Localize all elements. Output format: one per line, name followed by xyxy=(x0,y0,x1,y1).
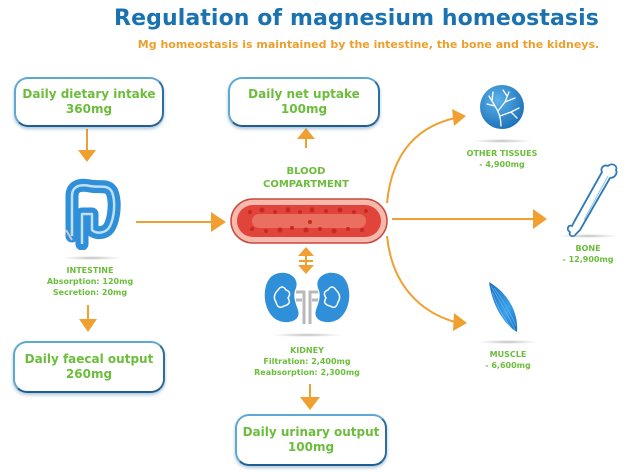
arrow-blood-to-other-tissues xyxy=(386,109,466,204)
kidney-reabsorption: Reabsorption: 2,300mg xyxy=(254,368,360,377)
arrow-intestine-to-faecal xyxy=(79,305,97,332)
bone-label: BONE - 12,900mg xyxy=(538,243,633,265)
intestine-icon xyxy=(65,178,121,250)
kidney-shadow xyxy=(272,333,342,337)
intestine-shadow xyxy=(62,256,122,260)
urinary-output-label: Daily urinary output xyxy=(242,425,380,439)
muscle-icon xyxy=(489,282,518,332)
arrow-blood-to-muscle xyxy=(386,235,467,331)
intestine-absorption: Absorption: 120mg xyxy=(46,277,134,286)
dietary-intake-label: Daily dietary intake xyxy=(22,87,156,101)
blood-vessel-icon xyxy=(230,198,388,244)
dietary-intake-value: 360mg xyxy=(65,102,113,116)
other-tissues-name: OTHER TISSUES xyxy=(466,149,538,158)
dietary-intake-box: Daily dietary intake 360mg xyxy=(14,77,164,127)
bone-name: BONE xyxy=(575,244,601,253)
muscle-label: MUSCLE - 6,600mg xyxy=(458,349,558,371)
kidney-icon xyxy=(264,272,350,324)
net-uptake-box: Daily net uptake 100mg xyxy=(228,77,380,127)
muscle-shadow xyxy=(478,340,538,344)
arrow-blood-to-net-uptake xyxy=(297,128,315,148)
other-tissues-label: OTHER TISSUES - 4,900mg xyxy=(452,148,552,170)
other-tissues-shadow xyxy=(472,139,532,143)
arrow-blood-kidney-bidirectional xyxy=(298,247,314,274)
page-subtitle: Mg homeostasis is maintained by the inte… xyxy=(137,38,600,51)
page-title: Regulation of magnesium homeostasis xyxy=(114,6,599,31)
net-uptake-label: Daily net uptake xyxy=(248,87,360,101)
muscle-value: - 6,600mg xyxy=(485,361,531,370)
bone-shadow xyxy=(558,234,618,238)
blood-label-line1: BLOOD xyxy=(286,166,326,177)
other-tissues-value: - 4,900mg xyxy=(479,160,525,169)
faecal-output-label: Daily faecal output xyxy=(24,352,154,366)
intestine-name: INTESTINE xyxy=(66,266,114,275)
arrow-blood-to-bone xyxy=(392,209,547,229)
intestine-secretion: Secretion: 20mg xyxy=(52,288,128,297)
arrow-kidney-to-urinary xyxy=(300,384,320,410)
tree-tissue-icon xyxy=(480,85,524,129)
intestine-label: INTESTINE Absorption: 120mg Secretion: 2… xyxy=(40,265,140,298)
urinary-output-box: Daily urinary output 100mg xyxy=(235,414,387,466)
net-uptake-value: 100mg xyxy=(280,102,328,116)
faecal-output-value: 260mg xyxy=(65,367,113,381)
kidney-label: KIDNEY Filtration: 2,400mg Reabsorption:… xyxy=(252,345,362,378)
blood-compartment-label: BLOOD COMPARTMENT xyxy=(246,165,366,191)
bone-icon xyxy=(566,163,618,238)
arrow-intestine-to-blood xyxy=(136,212,226,232)
blood-label-line2: COMPARTMENT xyxy=(263,179,349,190)
kidney-name: KIDNEY xyxy=(290,346,324,355)
muscle-name: MUSCLE xyxy=(489,350,527,359)
arrow-intake-to-intestine xyxy=(78,129,96,162)
kidney-filtration: Filtration: 2,400mg xyxy=(263,357,351,366)
bone-value: - 12,900mg xyxy=(562,255,614,264)
faecal-output-box: Daily faecal output 260mg xyxy=(13,341,165,393)
urinary-output-value: 100mg xyxy=(287,440,335,454)
